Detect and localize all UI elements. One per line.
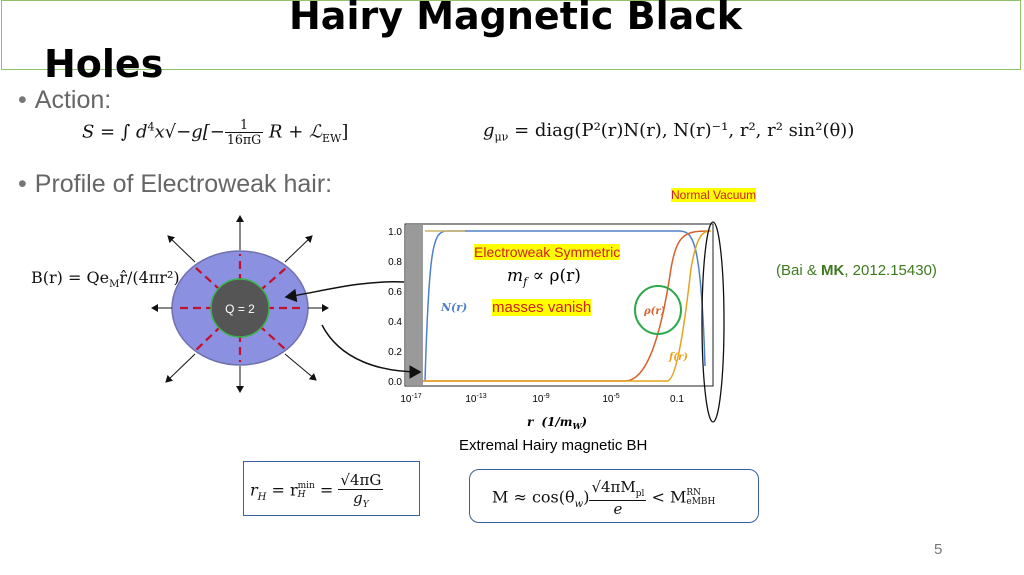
x-tick-label: 0.1 [670,394,684,405]
curve-N [424,230,706,382]
bullet-action: •Action: [18,86,111,115]
reference-citation: (Bai & MK, 2012.15430) [776,262,937,279]
black-hole-core [210,278,270,338]
mass-relation: mf ∝ ρ(r) [507,266,581,289]
page-number: 5 [934,541,943,558]
vacuum-highlight-ellipse [701,221,725,423]
bullet-profile: •Profile of Electroweak hair: [18,170,332,199]
rho-highlight-circle [634,285,682,335]
ew-symmetric-label: Electroweak Symmetric [474,244,621,260]
field-equation: B(r) = QeMr̂/(4πr²) [31,268,180,291]
monopole-diagram: Q = 2 [151,215,329,393]
curve-f [423,230,712,382]
plot-frame [404,223,714,387]
normal-vacuum-label: Normal Vacuum [671,188,757,202]
x-axis-label: r(1/mW) [527,415,587,431]
bullet-dot-icon: • [18,86,27,114]
title-box: Hairy Magnetic Black Holes [1,0,1021,86]
x-tick-label: 10-5 [602,393,619,405]
x-tick-label: 10-9 [532,393,549,405]
y-tick-label: 1.0 [388,227,402,238]
x-tick-label: 10-13 [465,393,486,405]
title-line-2: Holes [44,42,164,86]
bullet-dot-icon: • [18,170,27,198]
y-tick-label: 0.0 [388,377,402,388]
plot-caption: Extremal Hairy magnetic BH [459,437,648,454]
metric-equation: gμν = diag(P²(r)N(r), N(r)⁻¹, r², r² sin… [483,120,855,144]
y-tick-label: 0.6 [388,287,402,298]
charge-label: Q = 2 [225,302,255,316]
title-line-1: Hairy Magnetic Black [289,0,743,38]
bullet-action-text: Action: [34,86,112,114]
y-tick-label: 0.8 [388,257,402,268]
horizon-band [406,225,423,385]
curve-label-f: f(r) [668,352,688,363]
x-tick-label: 10-17 [400,393,421,405]
masses-vanish-label: masses vanish [492,299,592,316]
curve-label-N: N(r) [440,301,467,314]
curve-rho [423,230,710,382]
curve-label-rho: ρ(r) [643,306,666,317]
y-tick-label: 0.2 [388,347,402,358]
y-tick-label: 0.4 [388,317,402,328]
bullet-profile-text: Profile of Electroweak hair: [34,170,333,198]
